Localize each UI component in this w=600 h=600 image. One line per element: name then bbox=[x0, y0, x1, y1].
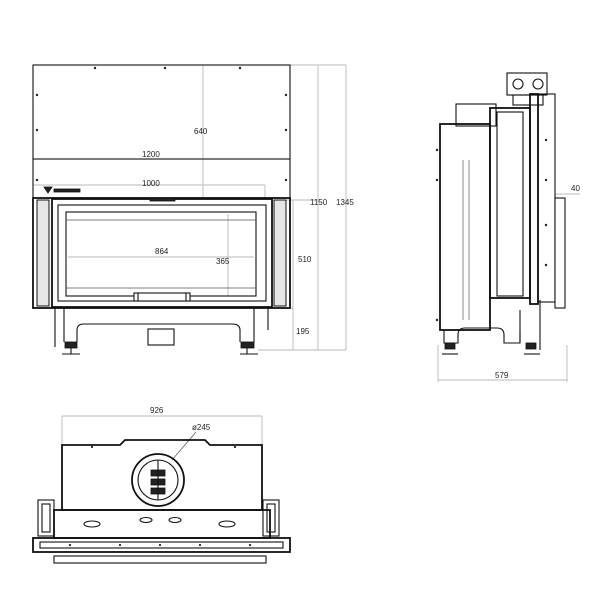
front-top-latch bbox=[149, 197, 176, 202]
side-body-rear bbox=[439, 123, 491, 331]
side-flue-connector bbox=[506, 72, 548, 106]
front-view: 640 1200 1000 864 365 510 1150 1345 195 bbox=[32, 64, 354, 355]
side-panel-screws bbox=[435, 138, 548, 322]
front-base bbox=[54, 308, 269, 355]
dim-label-926: 926 bbox=[150, 406, 164, 415]
front-hood-panel bbox=[32, 64, 291, 160]
top-front-body bbox=[53, 509, 271, 539]
dim-label-1200: 1200 bbox=[142, 150, 160, 159]
side-door-frame bbox=[529, 93, 539, 305]
front-left-side-panel bbox=[36, 199, 50, 307]
top-view: 926 ø245 bbox=[32, 406, 291, 564]
top-flue-grill bbox=[150, 460, 166, 500]
dim-label-1150: 1150 bbox=[310, 198, 328, 207]
dim-label-640: 640 bbox=[194, 127, 208, 136]
dim-label-1345: 1345 bbox=[336, 198, 354, 207]
dim-label-365: 365 bbox=[216, 257, 230, 266]
top-dimension-lines bbox=[61, 415, 263, 461]
side-door-panel bbox=[537, 93, 556, 303]
front-air-inlet bbox=[147, 328, 175, 346]
front-hood-screws bbox=[35, 66, 288, 182]
side-rear-foot bbox=[525, 342, 537, 350]
dim-label-579: 579 bbox=[495, 371, 509, 380]
dim-label-510: 510 bbox=[298, 255, 312, 264]
top-rear-screws bbox=[90, 445, 237, 449]
top-front-frame bbox=[32, 537, 291, 553]
side-view: 40 579 bbox=[435, 72, 580, 382]
top-front-screws bbox=[68, 543, 252, 547]
side-front-foot bbox=[444, 342, 456, 350]
top-side-brackets bbox=[37, 499, 280, 537]
door-handle[interactable] bbox=[133, 292, 191, 302]
dim-label-flue-diameter: ø245 bbox=[192, 423, 211, 432]
right-leg-foot bbox=[240, 341, 255, 349]
side-hood bbox=[455, 103, 497, 127]
top-front-slots bbox=[83, 516, 236, 528]
side-body-front bbox=[489, 107, 531, 299]
dim-label-1000: 1000 bbox=[142, 179, 160, 188]
side-dimension-lines bbox=[437, 193, 580, 382]
top-glass-edge bbox=[53, 555, 267, 564]
dim-label-864: 864 bbox=[155, 247, 169, 256]
brand-logo bbox=[43, 186, 81, 194]
front-right-side-panel bbox=[273, 199, 287, 307]
side-glass-profile bbox=[554, 197, 566, 309]
left-leg-foot bbox=[64, 341, 78, 349]
top-flue-outlet bbox=[131, 453, 185, 507]
dim-label-195: 195 bbox=[296, 327, 310, 336]
dim-label-40: 40 bbox=[571, 184, 580, 193]
side-base bbox=[442, 300, 541, 355]
